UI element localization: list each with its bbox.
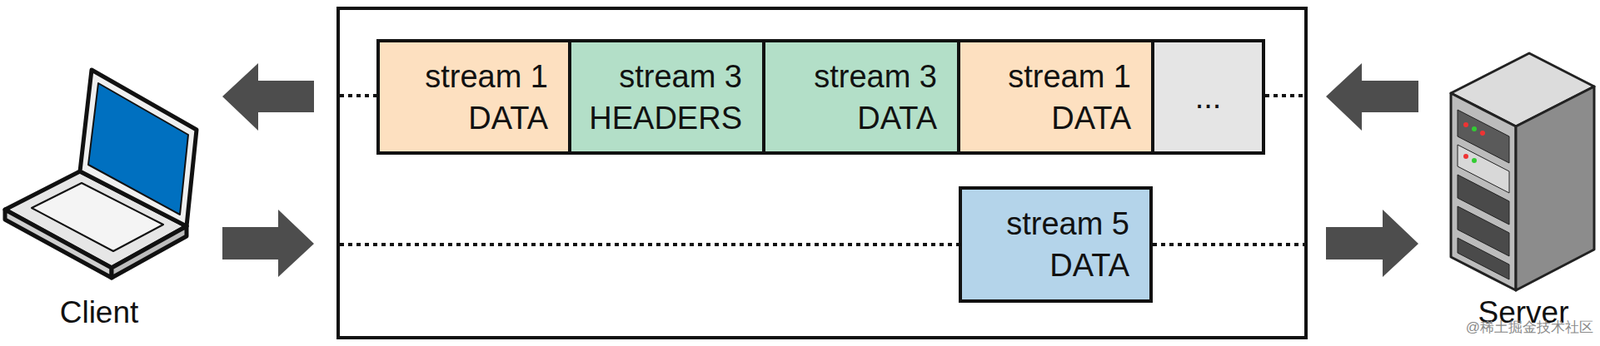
frame-type: DATA <box>1051 97 1132 140</box>
stream-label: stream 3 <box>618 55 743 98</box>
endpoint-label: Client <box>15 295 183 331</box>
frame-type: DATA <box>468 97 549 140</box>
stream-label: stream 1 <box>1007 55 1132 98</box>
frame-box: stream 1DATA <box>957 39 1155 155</box>
stream-label: stream 3 <box>813 55 938 98</box>
watermark: @稀土掘金技术社区 <box>1440 318 1594 338</box>
stream-label: stream 5 <box>1006 203 1130 245</box>
stream-label: stream 1 <box>424 55 549 98</box>
frame-box: ... <box>1151 39 1266 155</box>
laptop-icon <box>4 69 197 279</box>
server-icon <box>1450 53 1595 291</box>
frame-type: HEADERS <box>588 97 743 140</box>
frame-box: stream 3HEADERS <box>568 39 766 155</box>
frame-box: stream 1DATA <box>376 39 572 155</box>
stream-label: ... <box>1195 76 1222 119</box>
connection-frame <box>338 8 1306 339</box>
frame-box: stream 5DATA <box>958 186 1153 304</box>
frame-box: stream 3DATA <box>762 39 961 155</box>
frame-type: DATA <box>857 97 938 140</box>
server-leds <box>1463 122 1486 164</box>
frame-type: DATA <box>1049 244 1130 287</box>
